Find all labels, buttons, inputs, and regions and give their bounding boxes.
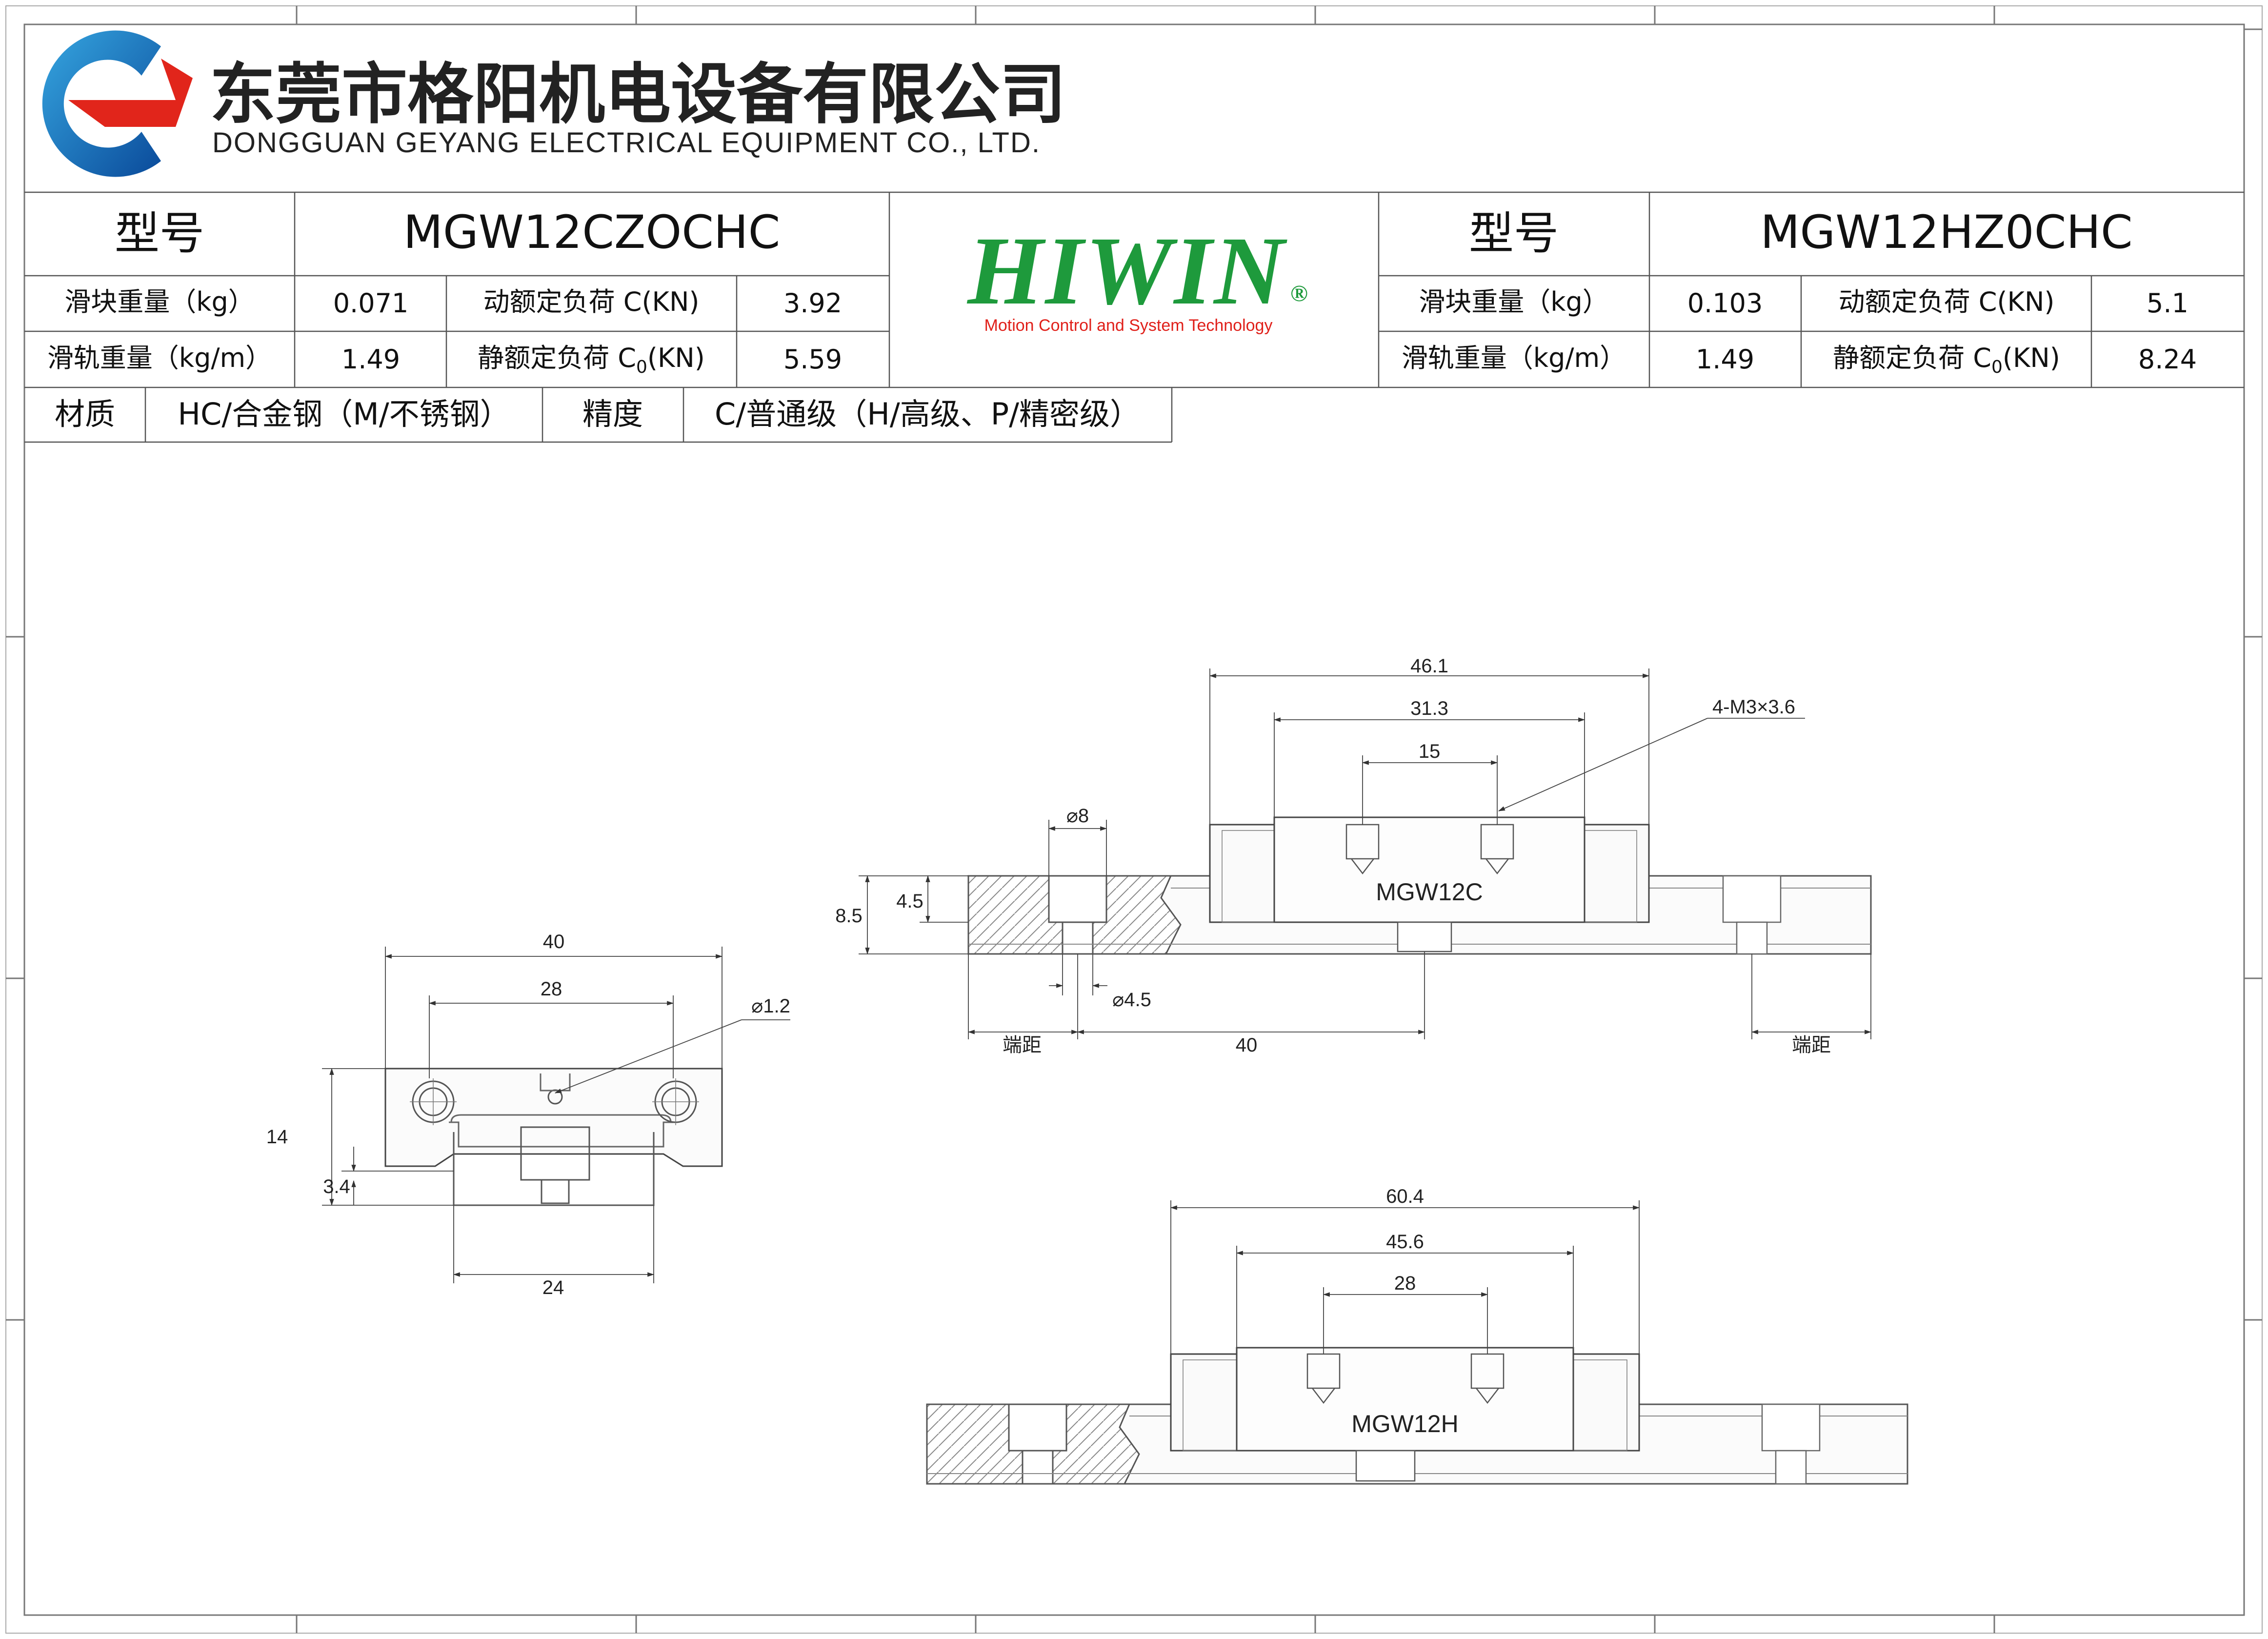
company-name-en: DONGGUAN GEYANG ELECTRICAL EQUIPMENT CO.… [212, 127, 1041, 159]
section-dim-40: 40 [543, 931, 565, 952]
static-load-label-right: 静额定负荷 C0(KN) [1833, 343, 2060, 377]
spec-table-left: 型号 MGW12CZOCHC 滑块重量（kg） 0.071 动额定负荷 C(KN… [47, 206, 842, 377]
spec-tables [24, 191, 2244, 443]
company-logo-icon [42, 30, 193, 177]
material-value: HC/合金钢（M/不锈钢） [178, 396, 510, 432]
side-c-dim-body: 31.3 [1410, 698, 1448, 719]
block-weight-label-right: 滑块重量（kg） [1419, 286, 1609, 317]
material-row: 材质 HC/合金钢（M/不锈钢） 精度 C/普通级（H/高级、P/精密级） [55, 396, 1140, 432]
side-c-end-label-left: 端距 [1003, 1034, 1042, 1056]
side-c-dim-thread: 4-M3×3.6 [1712, 696, 1795, 718]
side-view-c-label: MGW12C [1376, 878, 1483, 906]
dynamic-load-value-right: 5.1 [2147, 288, 2188, 319]
side-c-dim-bolt: ⌀4.5 [1112, 989, 1151, 1011]
side-view-h: MGW12H 60.4 45.6 28 [926, 1186, 1908, 1485]
side-c-dim-cbore-depth: 4.5 [896, 890, 923, 912]
section-view: 40 28 ⌀1.2 14 3.4 24 [266, 931, 790, 1298]
static-load-value-right: 8.24 [2138, 344, 2197, 375]
block-weight-value-right: 0.103 [1687, 288, 1763, 319]
rail-weight-value-right: 1.49 [1696, 344, 1754, 375]
brand-name: HIWIN [966, 217, 1287, 325]
section-dim-28: 28 [541, 978, 562, 1000]
hiwin-logo: HIWIN ® Motion Control and System Techno… [966, 217, 1308, 335]
dynamic-load-value-left: 3.92 [783, 288, 842, 319]
material-label: 材质 [55, 396, 115, 432]
rail-weight-label-left: 滑轨重量（kg/m） [47, 343, 272, 373]
precision-label: 精度 [582, 396, 643, 432]
dynamic-load-label-left: 动额定负荷 C(KN) [483, 286, 700, 317]
block-weight-label-left: 滑块重量（kg） [64, 286, 255, 317]
model-value-right: MGW12HZ0CHC [1760, 206, 2132, 259]
side-view-c: MGW12C [835, 655, 1872, 1056]
sheet-border [5, 5, 2263, 1634]
block-weight-value-left: 0.071 [333, 288, 409, 319]
precision-value: C/普通级（H/高级、P/精密级） [715, 396, 1140, 432]
section-dim-height: 14 [266, 1126, 288, 1148]
brand-tagline: Motion Control and System Technology [984, 316, 1273, 335]
side-h-dim-overall: 60.4 [1386, 1186, 1424, 1207]
section-dim-hole: ⌀1.2 [751, 995, 790, 1017]
side-h-dim-holes: 28 [1394, 1273, 1416, 1294]
registered-mark-icon: ® [1290, 281, 1308, 306]
static-load-value-left: 5.59 [783, 344, 842, 375]
section-dim-rail-gap: 3.4 [323, 1176, 350, 1197]
company-header: 东莞市格阳机电设备有限公司 DONGGUAN GEYANG ELECTRICAL… [42, 30, 1066, 177]
spec-table-right: 型号 MGW12HZ0CHC 滑块重量（kg） 0.103 动额定负荷 C(KN… [1402, 206, 2197, 377]
dynamic-load-label-right: 动额定负荷 C(KN) [1839, 286, 2055, 317]
side-c-dim-cbore: ⌀8 [1066, 805, 1089, 827]
rail-weight-label-right: 滑轨重量（kg/m） [1402, 343, 1626, 373]
section-dim-rail-width: 24 [542, 1277, 564, 1298]
model-label-left: 型号 [115, 207, 204, 260]
side-h-dim-body: 45.6 [1386, 1231, 1424, 1253]
side-c-dim-pitch: 40 [1236, 1034, 1258, 1056]
side-c-end-label-right: 端距 [1792, 1034, 1831, 1056]
side-c-dim-overall: 46.1 [1410, 655, 1448, 677]
static-load-label-left: 静额定负荷 C0(KN) [478, 343, 705, 377]
rail-weight-value-left: 1.49 [341, 344, 400, 375]
model-value-left: MGW12CZOCHC [403, 206, 780, 259]
side-c-dim-holes: 15 [1419, 741, 1441, 762]
side-c-dim-rail-h: 8.5 [835, 905, 863, 927]
company-name-cn: 东莞市格阳机电设备有限公司 [210, 56, 1066, 133]
side-view-h-label: MGW12H [1351, 1410, 1458, 1437]
model-label-right: 型号 [1469, 207, 1559, 260]
